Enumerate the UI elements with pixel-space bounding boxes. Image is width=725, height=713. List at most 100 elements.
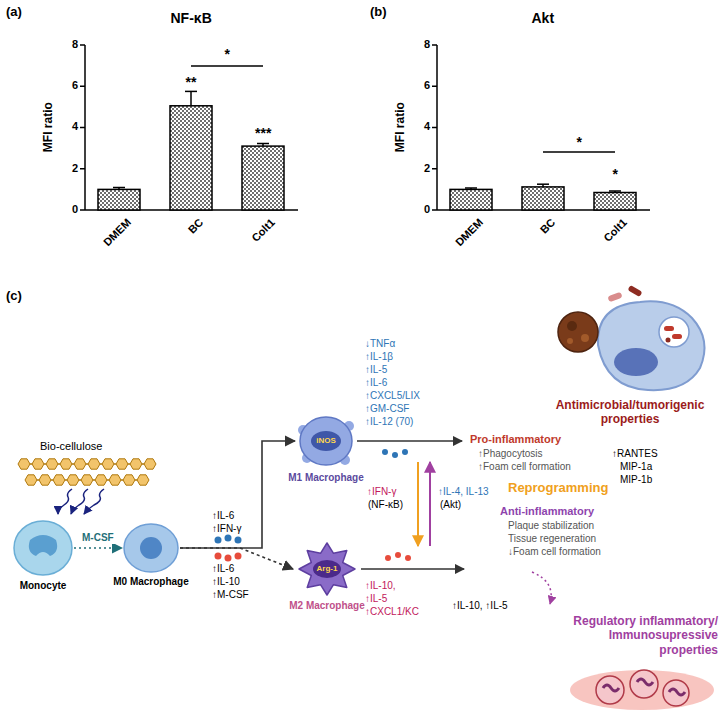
cytokine-label: ↑M-CSF xyxy=(212,589,249,601)
cytokine-label: ↑IL-10, ↑IL-5 xyxy=(452,600,508,612)
axis-title: MFI ratio xyxy=(41,102,55,152)
cytokine-dots xyxy=(215,449,412,562)
effect-label: Tissue regeneration xyxy=(508,533,596,545)
panel-letter: (c) xyxy=(6,288,22,304)
process-heading: Reprogramming xyxy=(508,480,608,496)
cell-label: M1 Macrophage xyxy=(288,472,364,484)
dotted-arrow xyxy=(180,548,293,569)
cytokine-label: ↑IL-12 (70) xyxy=(365,416,413,428)
tick-label: 6 xyxy=(424,79,430,92)
svg-rect xyxy=(672,334,682,339)
svg-ellipse xyxy=(300,417,352,465)
svg-path xyxy=(29,535,57,556)
svg-use xyxy=(67,475,79,485)
tick-label: 0 xyxy=(72,203,78,216)
chemokine-label: MIP-1b xyxy=(620,474,652,486)
cytokine-label: ↑GM-CSF xyxy=(365,403,409,415)
svg-circle xyxy=(666,338,671,343)
cytokine-label: ↑IL-10 xyxy=(212,576,240,588)
svg-circle xyxy=(382,449,388,455)
signal-label: ↑IL-4, IL-13 xyxy=(438,486,489,498)
cytokine-label: ↑IL-6 xyxy=(365,377,387,389)
svg-line xyxy=(432,168,437,170)
svg-circle xyxy=(235,553,242,560)
m2-macrophage-cell: Arg-1M2 Macrophage xyxy=(293,540,361,598)
axes xyxy=(80,45,298,210)
svg-line xyxy=(80,209,85,211)
svg-line xyxy=(80,168,85,170)
axes xyxy=(432,45,650,210)
svg-line xyxy=(80,44,85,46)
svg-use xyxy=(137,475,149,485)
svg-circle xyxy=(392,452,398,458)
svg-circle xyxy=(385,555,391,561)
cytokine-label: ↑IL-6 xyxy=(212,563,234,575)
svg-rect xyxy=(607,292,622,302)
svg-circle xyxy=(405,555,411,561)
svg-use xyxy=(74,459,86,469)
svg-line xyxy=(609,190,621,192)
svg-circle xyxy=(215,553,222,560)
svg-path xyxy=(58,489,72,514)
category-label: Colt1 xyxy=(249,216,278,245)
effect-label: ↑Foam cell formation xyxy=(478,461,571,473)
marker-label: iNOS xyxy=(316,437,336,446)
svg-circle xyxy=(140,537,162,559)
material-label: Bio-cellulose xyxy=(40,440,102,453)
svg-use xyxy=(123,475,135,485)
category-label: DMEM xyxy=(453,216,486,249)
svg-use xyxy=(130,459,142,469)
cytokine-label: ↑IL-5 xyxy=(365,364,387,376)
svg-use xyxy=(25,475,37,485)
category-label: BC xyxy=(538,216,559,237)
significance-mark: * xyxy=(577,134,582,151)
svg-line xyxy=(432,209,437,211)
cytokine-label: ↑IFN-γ xyxy=(212,523,241,535)
svg-line xyxy=(113,187,125,189)
panel-letter: (b) xyxy=(370,4,387,20)
significance-mark: *** xyxy=(255,125,271,142)
svg-use xyxy=(53,475,65,485)
cell-label: Monocyte xyxy=(20,580,67,592)
svg-line xyxy=(417,462,419,546)
svg-use xyxy=(116,459,128,469)
cell-shape xyxy=(12,518,74,578)
effect-label: ↓Foam cell formation xyxy=(508,546,601,558)
pathway-label: (Akt) xyxy=(440,499,461,511)
svg-circle xyxy=(235,537,242,544)
cell-label: M2 Macrophage xyxy=(289,600,365,612)
svg-line xyxy=(190,91,192,105)
m0-macrophage-cell: M0 Macrophage xyxy=(122,522,180,574)
svg-circle xyxy=(567,321,577,331)
svg-line xyxy=(429,462,431,546)
svg-circle xyxy=(659,317,689,347)
svg-line xyxy=(432,127,437,129)
immune-cell-cluster xyxy=(570,670,714,710)
signal-label: ↑IFN-γ xyxy=(367,486,396,498)
svg-rect xyxy=(594,193,636,211)
svg-path xyxy=(603,685,619,691)
m1-macrophage-cell: iNOSM1 Macrophage xyxy=(295,412,357,470)
svg-line xyxy=(432,44,437,46)
svg-circle xyxy=(402,449,408,455)
chart-a xyxy=(80,45,298,210)
svg-ellipse xyxy=(311,431,341,451)
tick-label: 0 xyxy=(424,203,430,216)
svg-circle xyxy=(215,537,222,544)
svg-circle xyxy=(581,334,589,342)
svg-path xyxy=(669,689,685,695)
category-label: BC xyxy=(186,216,207,237)
svg-path xyxy=(598,301,705,390)
svg-line xyxy=(185,91,197,93)
svg-rect xyxy=(450,189,492,210)
svg-circle xyxy=(567,338,573,344)
chemokine-label: MIP-1a xyxy=(620,461,652,473)
tick-label: 2 xyxy=(72,162,78,175)
cell-label: M0 Macrophage xyxy=(113,576,189,588)
category-label: DMEM xyxy=(101,216,134,249)
cytokine-label: ↑IL-5 xyxy=(365,593,387,605)
svg-line xyxy=(257,143,269,145)
bars xyxy=(450,187,636,210)
svg-use xyxy=(39,475,51,485)
